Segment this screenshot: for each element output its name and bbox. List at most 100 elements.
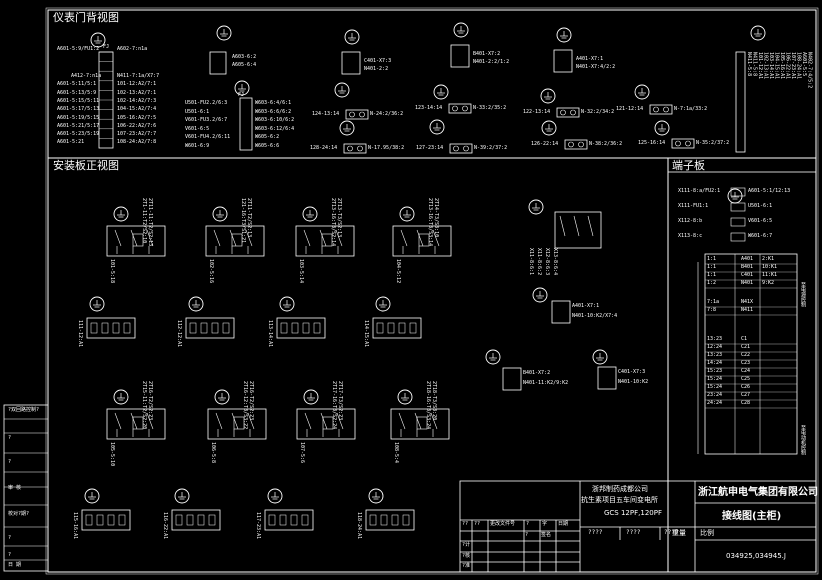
relay-left-label: 123-14:14 <box>415 105 443 111</box>
contactor-earth-icon <box>279 296 295 312</box>
relay-contact-icon <box>570 109 576 116</box>
contactor-contact <box>391 514 399 526</box>
breaker-pole <box>430 412 438 430</box>
weight-label: 重量 <box>672 529 686 537</box>
contactor-contact <box>268 514 276 526</box>
terminal-row-from: 14:24 <box>707 360 723 366</box>
right-breaker-label: X13-8:6:4 <box>552 248 558 276</box>
terminal-row-id: C22 <box>741 352 751 358</box>
right-meter-label: N401-10:K2/X7:4 <box>572 313 618 319</box>
breaker-pole <box>146 229 154 247</box>
breaker-label-3: 2T14-T3/S3:10 <box>433 198 439 238</box>
terminal-row-id: N411 <box>741 307 754 313</box>
right-strip-label: A601-5:5 <box>801 52 807 77</box>
terminal-row-to: 2:K1 <box>762 256 775 262</box>
contactor-contact <box>369 514 377 526</box>
right-meter-label: C401-X7:3 <box>618 369 646 375</box>
relay-left-label: 125-16:14 <box>638 140 666 146</box>
breaker-pole <box>414 412 422 430</box>
terminal-top-left-label: X113-8:c <box>678 233 703 239</box>
terminal-row-id: N401 <box>741 280 754 286</box>
rear-mid-earth-icon-2 <box>234 80 250 96</box>
terminal-row-id: N41X <box>741 299 754 305</box>
relay-right-label: N-35:2/37:2 <box>696 140 730 146</box>
breaker-pole <box>130 229 138 247</box>
relay-right-label: N-24:2/36:2 <box>370 111 404 117</box>
rear-left-wire-label: A601-5:21 <box>57 139 85 146</box>
contactor-contact <box>402 514 410 526</box>
rear-view-title: 仪表门背视图 <box>52 11 120 24</box>
terminal-row-from: 24:24 <box>707 400 723 406</box>
terminal-row-from: 15:24 <box>707 384 723 390</box>
breaker-label-1: 105-5:10 <box>109 442 115 467</box>
breaker-label-2: 2T16-12:T3/S3:22 <box>242 381 248 430</box>
breaker-body <box>390 408 450 440</box>
rear-left-j-label: FJ <box>103 44 110 50</box>
rear-mid-terminal-strip <box>239 97 253 151</box>
rear-left-wire-label-right: 106-22:A2/7:6 <box>117 122 157 129</box>
rear-mid-wire-label: V601-FU3.2/6:7 <box>185 117 228 123</box>
terminal-row-from: 13:23 <box>707 352 723 358</box>
contactor-body <box>264 509 314 531</box>
terminal-row-to: 11:K1 <box>762 272 778 278</box>
title-mid-label: ???? <box>588 529 603 536</box>
rear-left-wire-label-right: 107-23:A2/7:7 <box>117 131 157 138</box>
rear-left-wire-label-right: A602-7:n1a <box>117 46 148 52</box>
rear-left-wire-label-right: 105-16:A2/7:5 <box>117 114 157 121</box>
relay-contact-icon <box>560 109 566 116</box>
contactor-contact <box>101 322 109 334</box>
right-meter-box <box>551 300 571 324</box>
breaker-label-1: 104-5:12 <box>395 259 401 284</box>
relay-contact-icon <box>462 105 468 112</box>
terminal-top-left-label: X111-FU1:1 <box>678 203 709 209</box>
right-meter-earth-icon <box>592 349 608 365</box>
right-strip-terminal <box>735 51 746 153</box>
breaker-body <box>295 225 355 257</box>
relay-left-label: 124-13:14 <box>312 111 340 117</box>
contactor-contact <box>313 322 321 334</box>
terminal-row-from: 15:24 <box>707 376 723 382</box>
relay-contact-icon <box>685 140 691 147</box>
breaker-pole <box>320 412 328 430</box>
contactor-contact <box>112 322 120 334</box>
breaker-handle <box>132 233 144 247</box>
terminal-side-note-2: 至电动机控制 <box>800 425 806 455</box>
left-strip-label: ? <box>8 535 12 541</box>
breaker-pole <box>573 215 580 237</box>
right-strip-label: 104-15:A1 <box>773 52 780 80</box>
rear-left-wire-label-right: 101-12:A2/7:1 <box>117 81 157 88</box>
contactor-label: 118-24:A1 <box>356 512 362 540</box>
relay-earth-icon <box>654 120 670 136</box>
contactor-contact <box>302 322 310 334</box>
contactor-contact <box>291 322 299 334</box>
meter-box <box>450 44 470 68</box>
right-strip-label: 101-12:A1 <box>757 52 763 80</box>
contactor-contact <box>197 514 205 526</box>
revision-header-cell: 字 <box>542 521 548 527</box>
relay-earth-icon <box>541 120 557 136</box>
meter-wire-label: B401-X7:2 <box>473 51 501 57</box>
rear-mid-j-label: FJ <box>238 92 245 98</box>
terminal-top-cell <box>730 202 746 212</box>
breaker-earth-icon <box>399 206 415 222</box>
right-strip-label: 108-24:A1 <box>795 52 802 80</box>
contactor-label: 116-22:A1 <box>162 512 168 540</box>
relay-coil-box <box>556 107 580 118</box>
right-meter-label: N401-11:K2/9:K2 <box>523 380 569 386</box>
terminal-top-cell <box>730 217 746 227</box>
rear-mid-wire-label: V601-FU4.2/6:11 <box>185 134 231 140</box>
contactor-contact <box>85 514 93 526</box>
rear-left-wire-label: A601-5:15/5:11 <box>57 97 100 104</box>
breaker-handle <box>418 233 430 247</box>
meter-wire-label: N401-2:2/1:2 <box>473 59 510 65</box>
rear-left-wire-label: A601-5:23/5:19 <box>57 131 100 138</box>
breaker-handle <box>416 416 428 430</box>
relay-left-label: 122-13:14 <box>523 109 551 115</box>
contactor-earth-icon <box>89 296 105 312</box>
contactor-contact <box>175 514 183 526</box>
project-name-1: 浙邦制药成都公司 <box>592 485 648 493</box>
rear-mid-wire-label-right: W605-6:2 <box>255 134 280 140</box>
rear-mid-earth-icon <box>216 25 232 41</box>
left-strip-label: ? <box>8 459 12 465</box>
